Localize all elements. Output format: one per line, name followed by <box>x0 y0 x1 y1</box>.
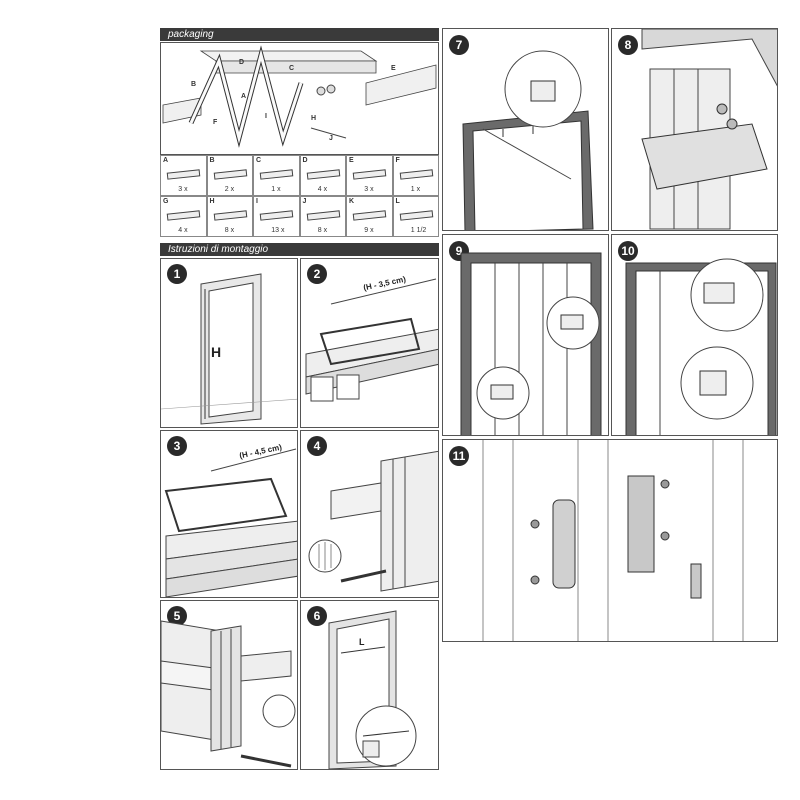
step-11-panel: 11 <box>442 439 778 642</box>
part-illustration <box>166 169 200 180</box>
step-6-number: 6 <box>307 606 327 626</box>
part-quantity: 3 x <box>364 186 374 193</box>
part-cell-j: J 8 x <box>299 196 346 237</box>
step-6-panel: 6 L <box>300 600 439 770</box>
step-5-number: 5 <box>167 606 187 626</box>
step-6-drawing <box>328 610 417 769</box>
callout-h: H <box>311 115 317 122</box>
step-7-panel: 7 <box>442 28 609 231</box>
packaging-header: packaging <box>160 28 439 41</box>
step-11-number: 11 <box>449 446 469 466</box>
part-quantity: 8 x <box>317 227 328 234</box>
part-letter: A <box>163 157 169 164</box>
step-2-number: 2 <box>307 264 327 284</box>
step-7-drawing <box>462 50 594 230</box>
step-11-drawing <box>482 440 744 641</box>
assembly-title: Istruzioni di montaggio <box>168 244 269 255</box>
callout-j: J <box>329 135 333 142</box>
packaging-title: packaging <box>168 29 214 40</box>
callout-b: B <box>191 81 197 88</box>
part-illustration <box>306 169 340 180</box>
step-9-panel: 9 <box>442 234 609 436</box>
part-quantity: 8 x <box>224 227 235 234</box>
part-cell-l: L 1 1/2 <box>392 196 439 237</box>
part-quantity: 2 x <box>224 186 235 193</box>
step-6-length-label: L <box>359 637 365 647</box>
step-1-drawing <box>161 273 297 425</box>
part-illustration <box>166 210 200 221</box>
step-10-number: 10 <box>618 241 638 261</box>
step-2-drawing <box>305 278 438 402</box>
part-letter: E <box>349 157 354 164</box>
assembly-header: Istruzioni di montaggio <box>160 243 439 256</box>
part-letter: H <box>209 198 215 205</box>
part-quantity: 1 x <box>271 186 281 193</box>
packaging-drawing <box>162 45 437 148</box>
callout-d: D <box>239 59 245 66</box>
step-5-panel: 5 <box>160 600 298 770</box>
callout-f: F <box>213 119 218 126</box>
part-letter: J <box>302 198 307 205</box>
part-illustration <box>352 210 386 221</box>
step-10-drawing <box>625 258 777 435</box>
part-letter: I <box>256 198 258 205</box>
step-8-drawing <box>641 29 777 230</box>
part-quantity: 1 x <box>410 186 421 193</box>
part-letter: K <box>349 198 355 205</box>
part-cell-g: G 4 x <box>160 196 207 237</box>
part-cell-a: A 3 x <box>160 155 207 196</box>
part-quantity: 4 x <box>317 186 328 193</box>
part-letter: C <box>256 157 262 164</box>
part-cell-i: I 13 x <box>253 196 300 237</box>
part-cell-k: K 9 x <box>346 196 393 237</box>
step-3-number: 3 <box>167 436 187 456</box>
part-quantity: 9 x <box>364 227 374 234</box>
callout-e: E <box>391 65 396 72</box>
part-letter: L <box>395 198 400 205</box>
part-cell-b: B 2 x <box>206 155 253 196</box>
part-illustration <box>399 210 433 221</box>
step-3-panel: 3 (H - 4,5 cm) <box>160 430 298 598</box>
step-3-drawing <box>164 448 297 597</box>
part-illustration <box>352 169 386 180</box>
part-cell-h: H 8 x <box>206 196 253 237</box>
part-letter: B <box>209 157 215 164</box>
step-1-height-label: H <box>211 344 222 360</box>
step-9-drawing <box>460 252 602 435</box>
step-7-number: 7 <box>449 35 469 55</box>
part-quantity: 3 x <box>178 186 188 193</box>
step-2-panel: 2 (H - 3,5 cm) <box>300 258 439 428</box>
part-illustration <box>399 169 433 180</box>
part-cell-d: D 4 x <box>299 155 346 196</box>
part-quantity: 1 1/2 <box>410 227 427 234</box>
part-letter: G <box>163 198 169 205</box>
part-illustration <box>213 169 247 180</box>
part-cell-c: C 1 x <box>253 155 300 196</box>
callout-i: I <box>265 113 267 120</box>
part-quantity: 4 x <box>178 227 188 234</box>
step-4-number: 4 <box>307 436 327 456</box>
step-5-drawing <box>161 620 296 768</box>
step-10-panel: 10 <box>611 234 778 436</box>
step-4-panel: 4 <box>300 430 439 598</box>
callout-a: A <box>241 93 247 100</box>
part-illustration <box>259 169 293 180</box>
step-8-number: 8 <box>618 35 638 55</box>
part-illustration <box>213 210 247 221</box>
packaging-illustration: B D C E A F I H J <box>160 42 439 155</box>
step-1-panel: 1 H <box>160 258 298 428</box>
part-illustration <box>306 210 340 221</box>
part-cell-e: E 3 x <box>346 155 393 196</box>
part-illustration <box>259 210 293 221</box>
part-letter: F <box>395 157 400 164</box>
step-4-drawing <box>308 450 438 592</box>
callout-c: C <box>289 65 295 72</box>
part-letter: D <box>302 157 308 164</box>
part-quantity: 13 x <box>271 227 285 234</box>
step-8-panel: 8 <box>611 28 778 231</box>
part-cell-f: F 1 x <box>392 155 439 196</box>
step-1-number: 1 <box>167 264 187 284</box>
